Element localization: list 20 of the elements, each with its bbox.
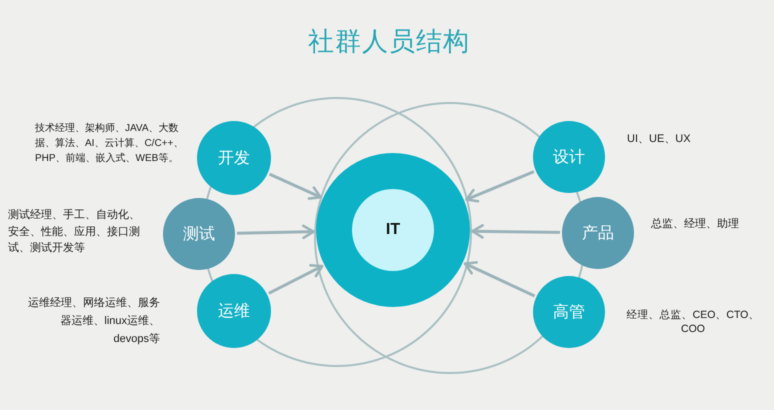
description-text: UI、UE、UX bbox=[627, 132, 691, 146]
role-circle: 高管 bbox=[533, 276, 605, 348]
description-text: 技术经理、架构师、JAVA、大数据、算法、AI、云计算、C/C++、PHP、前端、嵌入式、WEB等。 bbox=[35, 122, 184, 166]
description-text: 总监、经理、助理 bbox=[651, 217, 739, 231]
role-circle: 测试 bbox=[163, 198, 235, 270]
description-text: 经理、总监、CEO、CTO、COO bbox=[626, 308, 760, 336]
role-circle: 产品 bbox=[562, 197, 634, 269]
center-circle: IT bbox=[352, 189, 434, 271]
title: 社群人员结构 bbox=[308, 25, 470, 57]
arrow bbox=[471, 224, 560, 239]
description-text: 测试经理、手工、自动化、安全、性能、应用、接口测试、测试开发等 bbox=[8, 208, 141, 256]
description-text: 运维经理、网络运维、服务器运维、linux运维、devops等 bbox=[27, 296, 160, 347]
arrow bbox=[268, 172, 322, 200]
role-circle: 开发 bbox=[197, 121, 271, 195]
role-circle: 运维 bbox=[197, 274, 271, 348]
arrow bbox=[268, 264, 324, 295]
arrow bbox=[236, 224, 315, 240]
role-circle: 设计 bbox=[533, 121, 605, 193]
arrow bbox=[464, 261, 536, 298]
arrow bbox=[465, 170, 534, 203]
